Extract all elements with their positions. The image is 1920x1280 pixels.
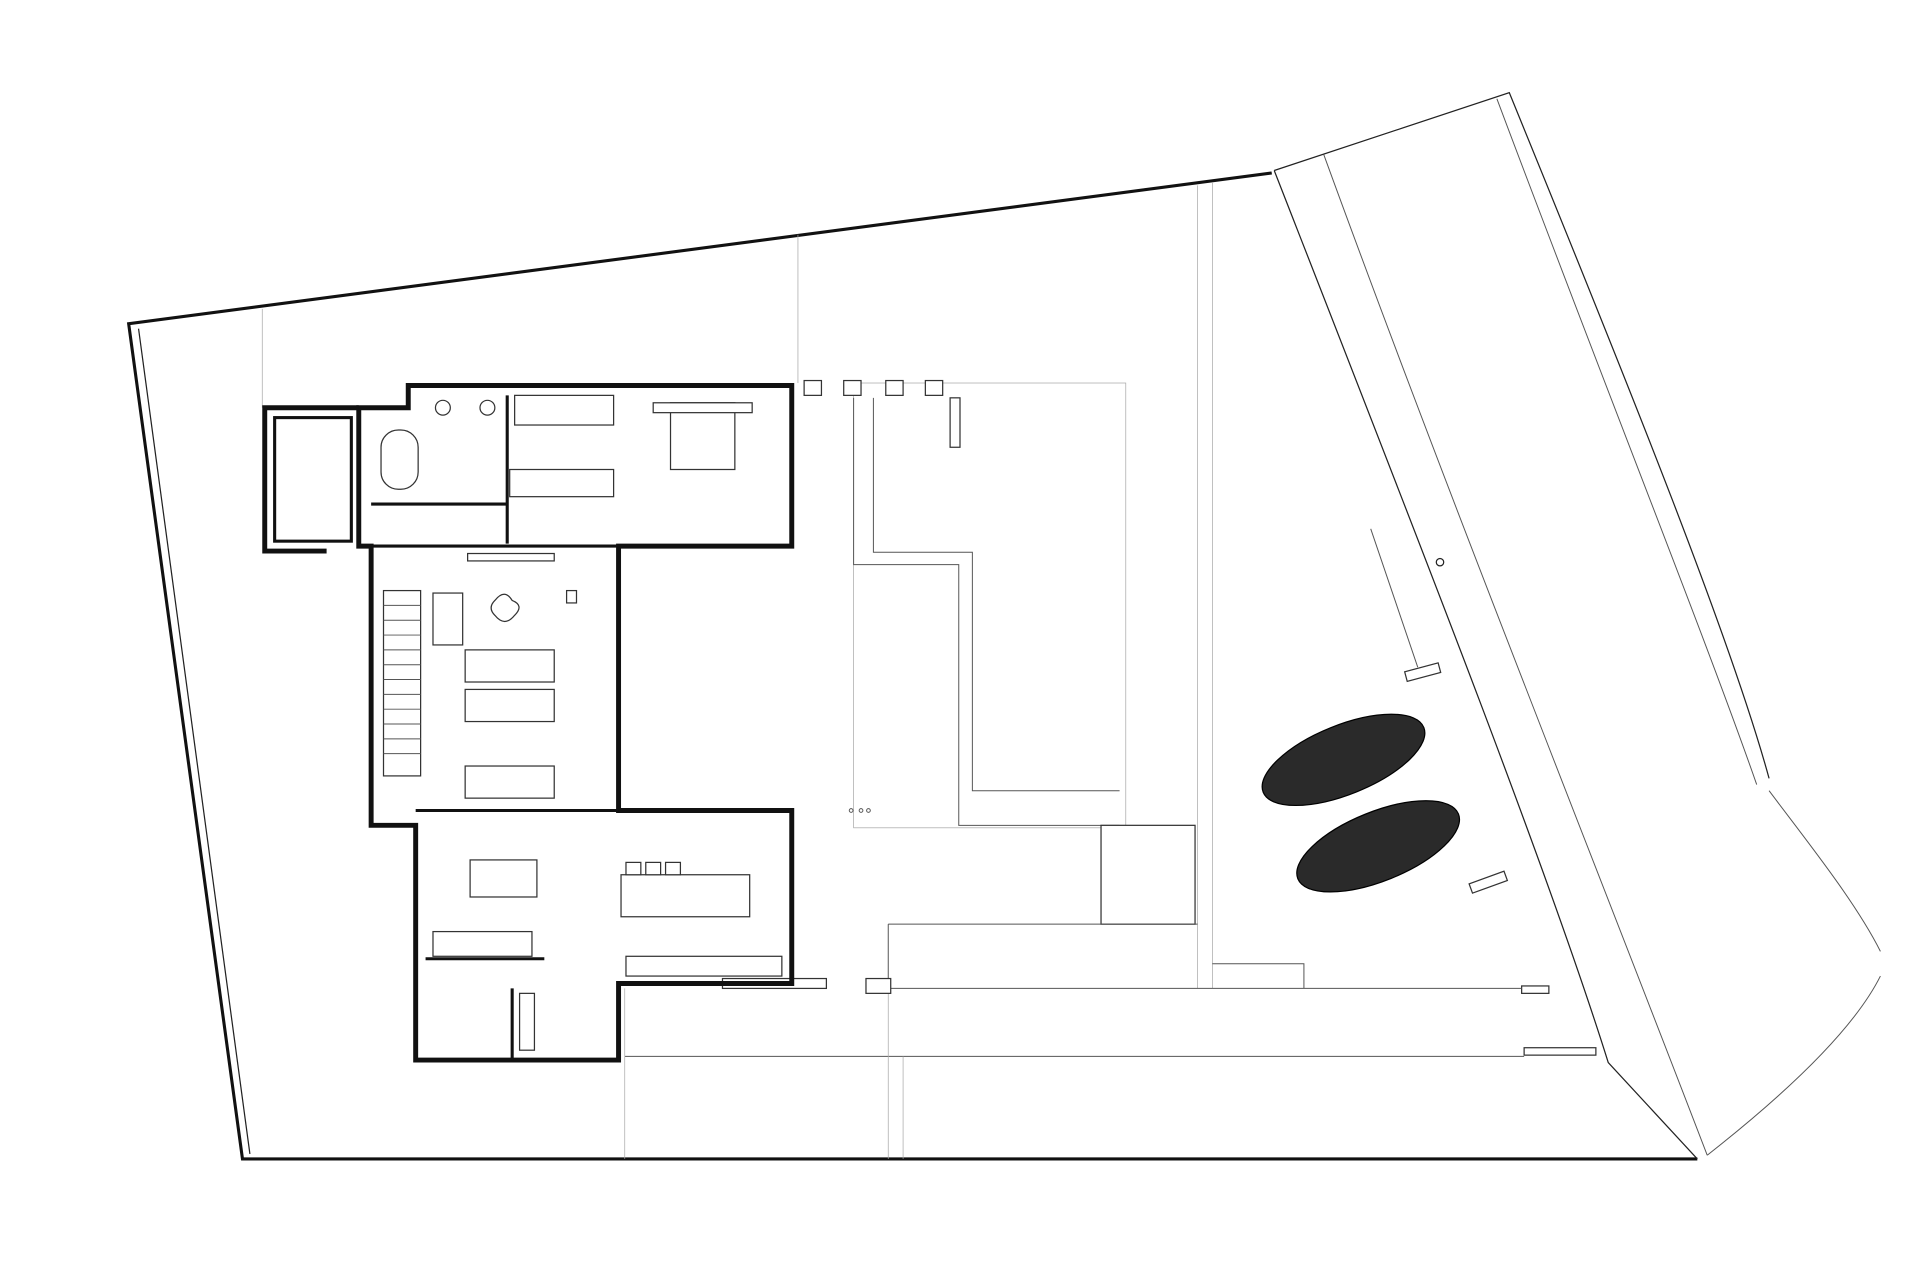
site-boundary [126,171,1698,1161]
car [1261,713,1426,807]
site-lines [261,182,1525,1159]
sofa [464,765,555,799]
bathtub [380,429,419,490]
kitchen-island [620,874,751,918]
stair-treads [383,604,421,755]
road [1273,91,1881,1160]
sofa [464,649,555,683]
furniture [380,394,871,1051]
car [1296,800,1461,893]
sofa [464,688,555,723]
dining-table [469,859,538,898]
pool [853,382,1196,925]
house [262,383,795,1063]
